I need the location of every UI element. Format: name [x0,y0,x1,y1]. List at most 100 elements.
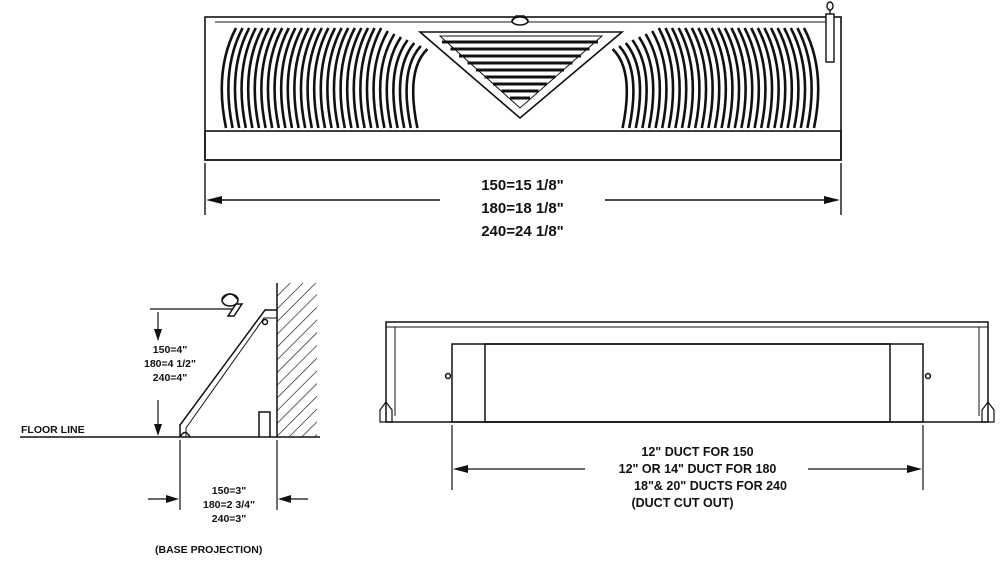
louver-arc-left [312,27,330,129]
louver-arc-right [776,27,794,129]
louver-arc-left [385,36,403,129]
louver-arc-right [783,27,800,129]
side-view [20,283,320,510]
louver-arc-left [378,33,396,129]
duct-note-150: 12" DUCT FOR 150 [641,445,754,459]
arrowhead-right-icon-3 [907,465,922,473]
louver-arc-right [644,33,662,129]
louver-arc-left [332,27,350,129]
louver-arc-left [319,27,337,129]
louver-arc-left [339,27,356,129]
rear-frame [385,321,989,423]
arrowhead-down-icon [154,329,162,341]
louver-arc-left [220,27,238,129]
front-base-strip [204,130,842,161]
height-240: 240=4" [152,372,188,384]
register-profile [179,309,277,437]
louver-arc-right [710,27,728,129]
louver-arc-left [266,27,284,129]
louver-arc-right [750,27,767,129]
louver-arc-left [260,27,277,129]
louver-arc-right [631,39,648,129]
louver-arc-right [769,27,787,129]
width-180: 180=18 1/8" [481,200,564,217]
louver-arc-right [730,27,747,129]
duct-cut-out-note: (DUCT CUT OUT) [631,496,734,510]
louver-arc-right [796,27,813,129]
wall-hatching [277,283,317,437]
rear-view [379,321,995,490]
front-view-register [204,1,842,161]
louver-arc-left [372,30,389,129]
arrowhead-down-icon-2 [154,424,162,436]
front-width-dimension [204,163,842,215]
base-180: 180=2 3/4" [203,499,255,511]
louver-arc-left [279,27,297,129]
louver-arc-right [618,45,635,129]
arrowhead-left-icon [206,196,222,204]
louver-arc-right [657,27,675,129]
louver-arc-left [246,27,264,129]
duct-cutout [451,343,924,423]
front-width-labels: 150=15 1/8" 180=18 1/8" 240=24 1/8" [440,174,605,243]
louver-arc-left [365,27,383,129]
louver-arc-left [253,27,271,129]
louver-arc-left [240,27,257,129]
floor-line-label: FLOOR LINE [21,424,85,436]
louver-arc-left [306,27,323,129]
center-v-deflector [417,31,625,120]
louver-arc-right [677,27,695,129]
louver-arc-left [411,48,429,129]
louver-arc-left [398,42,416,129]
duct-note-180: 12" OR 14" DUCT FOR 180 [618,462,777,476]
louver-arc-right [723,27,741,129]
louver-arc-left [345,27,363,129]
louver-arc-right [717,27,734,129]
screw-icon [261,318,269,326]
height-150: 150=4" [152,344,188,356]
louver-arc-left [392,39,409,129]
louver-arc-right [690,27,708,129]
arrowhead-left-icon-3 [453,465,468,473]
louver-arc-right [802,27,820,129]
louver-arc-right [624,42,642,129]
louver-arc-right [664,27,681,129]
arrowhead-right-icon-2 [166,495,179,503]
base-projection-caption: (BASE PROJECTION) [155,544,263,556]
louver-arc-left [286,27,304,129]
arrowhead-left-icon-2 [278,495,291,503]
louver-arc-right [736,27,754,129]
louver-arc-left [273,27,290,129]
duct-note-240: 18"& 20" DUCTS FOR 240 [634,479,787,493]
louver-arc-left [359,27,376,129]
damper-lever-icon [825,1,835,63]
knob-icon [221,293,244,317]
louver-arc-left [326,27,343,129]
duct-opening [484,343,891,423]
screw-icon-right [924,372,932,380]
louver-arc-right [789,27,807,129]
louver-arc-right [756,27,774,129]
base-240: 240=3" [211,513,247,525]
louver-arc-right [697,27,714,129]
louver-arc-left [405,45,422,129]
arrowhead-right-icon [824,196,840,204]
louver-arc-right [611,48,629,129]
duct-notes: 12" DUCT FOR 150 12" OR 14" DUCT FOR 180… [585,444,810,512]
width-150: 150=15 1/8" [481,177,564,194]
louver-arc-right [651,30,668,129]
screw-icon-left [444,372,452,380]
damper-knob-icon [511,15,529,26]
louver-arc-right [743,27,761,129]
louver-arc-right [684,27,701,129]
height-labels: 150=4" 180=4 1/2" 240=4" [134,343,206,385]
width-240: 240=24 1/8" [481,223,564,240]
louver-arc-left [227,27,244,129]
base-150: 150=3" [211,485,247,497]
louver-arc-right [670,27,688,129]
louver-arc-right [637,36,655,129]
louver-arc-left [233,27,251,129]
louver-arc-left [352,27,370,129]
mount-bracket [258,411,271,437]
